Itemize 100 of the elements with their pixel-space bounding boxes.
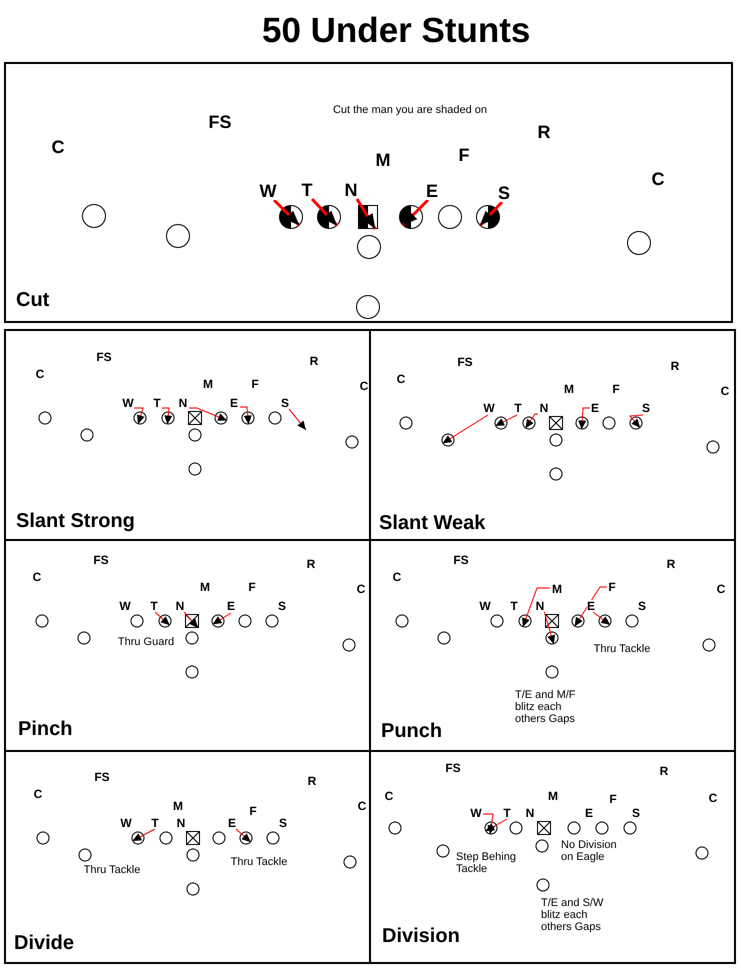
play-panel bbox=[371, 752, 736, 964]
play-name: Division bbox=[382, 926, 460, 946]
player-letter: M bbox=[564, 383, 574, 395]
player-letter: M bbox=[173, 800, 183, 812]
stunt-arrow bbox=[132, 828, 156, 842]
note-text: Cut the man you are shaded on bbox=[332, 104, 488, 116]
player-letter: R bbox=[670, 360, 680, 372]
play-name: Cut bbox=[16, 290, 50, 310]
stunt-arrow bbox=[134, 408, 145, 425]
player-letter: M bbox=[548, 790, 558, 802]
player-letter: E bbox=[228, 817, 236, 829]
player-letter: S bbox=[278, 600, 286, 612]
player-letter: M bbox=[376, 151, 390, 169]
player-letter: N bbox=[526, 807, 534, 819]
player-letter: FS bbox=[93, 554, 109, 566]
player-letter: R bbox=[660, 765, 668, 777]
play-name: Pinch bbox=[18, 719, 72, 739]
player-letter: S bbox=[642, 402, 650, 414]
player-letter: F bbox=[612, 383, 620, 395]
player-letter: T bbox=[151, 817, 159, 829]
player-letter: T bbox=[503, 807, 511, 819]
player-letter: F bbox=[251, 378, 259, 390]
player-letter: W bbox=[479, 600, 491, 612]
player-letter: N bbox=[176, 817, 186, 829]
stunt-arrow bbox=[578, 408, 590, 430]
player-letter: E bbox=[426, 182, 438, 200]
player-letter: C bbox=[358, 800, 366, 812]
player-letter: R bbox=[306, 558, 316, 570]
player-letter: S bbox=[498, 184, 510, 202]
stunt-arrow bbox=[544, 610, 556, 645]
note-text: T/E and S/W blitz each others Gaps bbox=[541, 897, 604, 933]
stunt-arrow bbox=[494, 414, 518, 426]
stunt-arrow bbox=[356, 198, 377, 230]
stunt-arrow bbox=[478, 200, 504, 227]
player-letter: T bbox=[150, 600, 158, 612]
play-panel bbox=[4, 62, 733, 323]
play-panel bbox=[4, 752, 371, 964]
center-box bbox=[537, 821, 551, 835]
stunt-arrow bbox=[592, 612, 611, 626]
player-letter: R bbox=[310, 355, 318, 367]
player-letter: W bbox=[122, 397, 134, 409]
stunt-arrow bbox=[522, 588, 550, 628]
player-letter: M bbox=[200, 581, 210, 593]
note-text: No Division on Eagle bbox=[561, 839, 618, 863]
player-letter: FS bbox=[94, 771, 110, 783]
player-letter: C bbox=[708, 792, 718, 804]
title: 50 Under Stunts bbox=[262, 10, 530, 52]
player-letter: T bbox=[510, 600, 518, 612]
stunt-arrow bbox=[482, 814, 496, 835]
player-letter: C bbox=[384, 790, 394, 802]
player-letter: E bbox=[587, 600, 595, 612]
player-letter: N bbox=[176, 600, 184, 612]
player-letter: N bbox=[178, 397, 188, 409]
player-letter: FS bbox=[453, 554, 469, 566]
player-letter: E bbox=[591, 402, 599, 414]
note-text: Thru Tackle bbox=[594, 643, 650, 655]
player-letter: N bbox=[536, 600, 544, 612]
player-letter: C bbox=[356, 583, 366, 595]
note-text: Step Behing Tackle bbox=[456, 851, 517, 875]
player-letter: R bbox=[538, 123, 550, 141]
play-panel bbox=[371, 541, 736, 752]
player-letter: C bbox=[36, 368, 44, 380]
player-letter: T bbox=[153, 397, 161, 409]
player-letter: C bbox=[652, 170, 664, 188]
stunt-arrow bbox=[442, 414, 488, 444]
player-letter: FS bbox=[457, 356, 473, 368]
stunt-arrow bbox=[162, 408, 172, 425]
play-name: Slant Weak bbox=[379, 513, 486, 533]
player-letter: W bbox=[483, 402, 495, 414]
player-letter: FS bbox=[208, 113, 232, 131]
player-letter: C bbox=[52, 138, 64, 156]
stunt-arrow bbox=[212, 612, 232, 625]
stunt-arrow bbox=[288, 408, 306, 430]
note-text: Thru Tackle bbox=[230, 856, 288, 868]
stunt-arrow bbox=[401, 198, 430, 227]
player-letter: C bbox=[396, 373, 406, 385]
center-box bbox=[545, 614, 559, 628]
center-box bbox=[186, 831, 200, 845]
stunt-arrow bbox=[484, 818, 508, 832]
note-text: Thru Guard bbox=[118, 636, 174, 648]
player-letter: C bbox=[34, 788, 42, 800]
player-letter: F bbox=[608, 581, 616, 593]
player-letter: S bbox=[638, 600, 646, 612]
stunt-arrow bbox=[272, 198, 301, 227]
stunt-arrow bbox=[574, 586, 608, 627]
player-letter: W bbox=[119, 600, 131, 612]
play-panel bbox=[371, 329, 736, 541]
player-letter: FS bbox=[445, 762, 461, 774]
player-letter: M bbox=[203, 378, 213, 390]
player-letter: T bbox=[302, 181, 312, 199]
player-letter: W bbox=[120, 817, 132, 829]
play-panel bbox=[4, 541, 371, 752]
player-letter: E bbox=[585, 807, 593, 819]
play-name: Divide bbox=[14, 933, 74, 953]
player-letter: R bbox=[666, 558, 676, 570]
player-letter: E bbox=[230, 397, 238, 409]
note-text: T/E and M/F blitz each others Gaps bbox=[515, 689, 577, 725]
player-letter: S bbox=[279, 817, 287, 829]
play-panel bbox=[4, 329, 371, 541]
stunt-arrow bbox=[188, 408, 228, 421]
